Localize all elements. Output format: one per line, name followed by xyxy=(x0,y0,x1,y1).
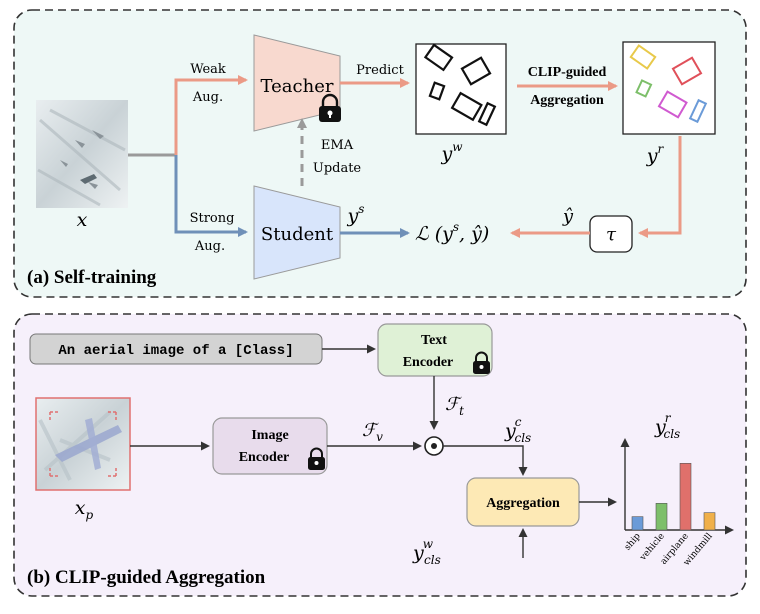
panel-a-frame xyxy=(13,9,747,298)
bar-vehicle xyxy=(655,503,668,531)
input-x-label: x xyxy=(77,209,88,231)
patch-image xyxy=(35,397,131,491)
yw-label: yw xyxy=(440,140,463,165)
clip-agg-label-1: CLIP-guided xyxy=(528,65,607,80)
xp-label: xp xyxy=(75,497,94,522)
ys-label: ys xyxy=(347,202,365,227)
lock-icon-text-encoder xyxy=(473,351,490,374)
bar-airplane xyxy=(679,463,692,531)
yhat-label: ŷ xyxy=(562,206,574,227)
input-aerial-image xyxy=(36,100,128,208)
panel-a-caption: (a) Self-training xyxy=(27,267,157,288)
yw-box xyxy=(415,43,507,135)
strong-aug-label-1: Strong xyxy=(190,211,235,226)
strong-aug-label-2: Aug. xyxy=(194,239,225,254)
clip-agg-label-2: Aggregation xyxy=(530,93,604,108)
yr-boxes xyxy=(629,44,708,124)
bar-ship xyxy=(631,516,644,531)
student-label: Student xyxy=(261,224,334,245)
teacher-label: Teacher xyxy=(261,76,334,97)
fv-label: ℱv xyxy=(362,420,383,444)
image-encoder-label-1: Image xyxy=(251,428,288,443)
ema-label-2: Update xyxy=(313,161,362,176)
text-encoder-box xyxy=(377,323,493,377)
ema-label-1: EMA xyxy=(321,138,354,153)
text-encoder-label-1: Text xyxy=(421,333,447,348)
text-encoder-label-2: Encoder xyxy=(403,355,454,370)
weak-aug-label-1: Weak xyxy=(190,62,226,77)
yr-label: yr xyxy=(646,142,665,167)
bar-windmill xyxy=(703,512,716,531)
tau-label: τ xyxy=(606,224,617,245)
panel-b-caption: (b) CLIP-guided Aggregation xyxy=(27,567,266,588)
aggregation-label: Aggregation xyxy=(486,496,560,511)
ft-label: ℱt xyxy=(445,394,464,418)
lock-icon-teacher xyxy=(319,93,341,122)
elementwise-product-icon xyxy=(424,436,444,456)
student-block xyxy=(253,185,341,280)
lock-icon-image-encoder xyxy=(308,447,325,470)
weak-aug-label-2: Aug. xyxy=(192,90,223,105)
image-encoder-label-2: Encoder xyxy=(239,450,290,465)
yw-boxes xyxy=(423,43,497,127)
prompt-text: An aerial image of a [Class] xyxy=(58,343,293,359)
loss-label: ℒ (ys, ŷ) xyxy=(415,220,489,245)
predict-label: Predict xyxy=(356,63,404,78)
yr-box xyxy=(622,41,716,135)
